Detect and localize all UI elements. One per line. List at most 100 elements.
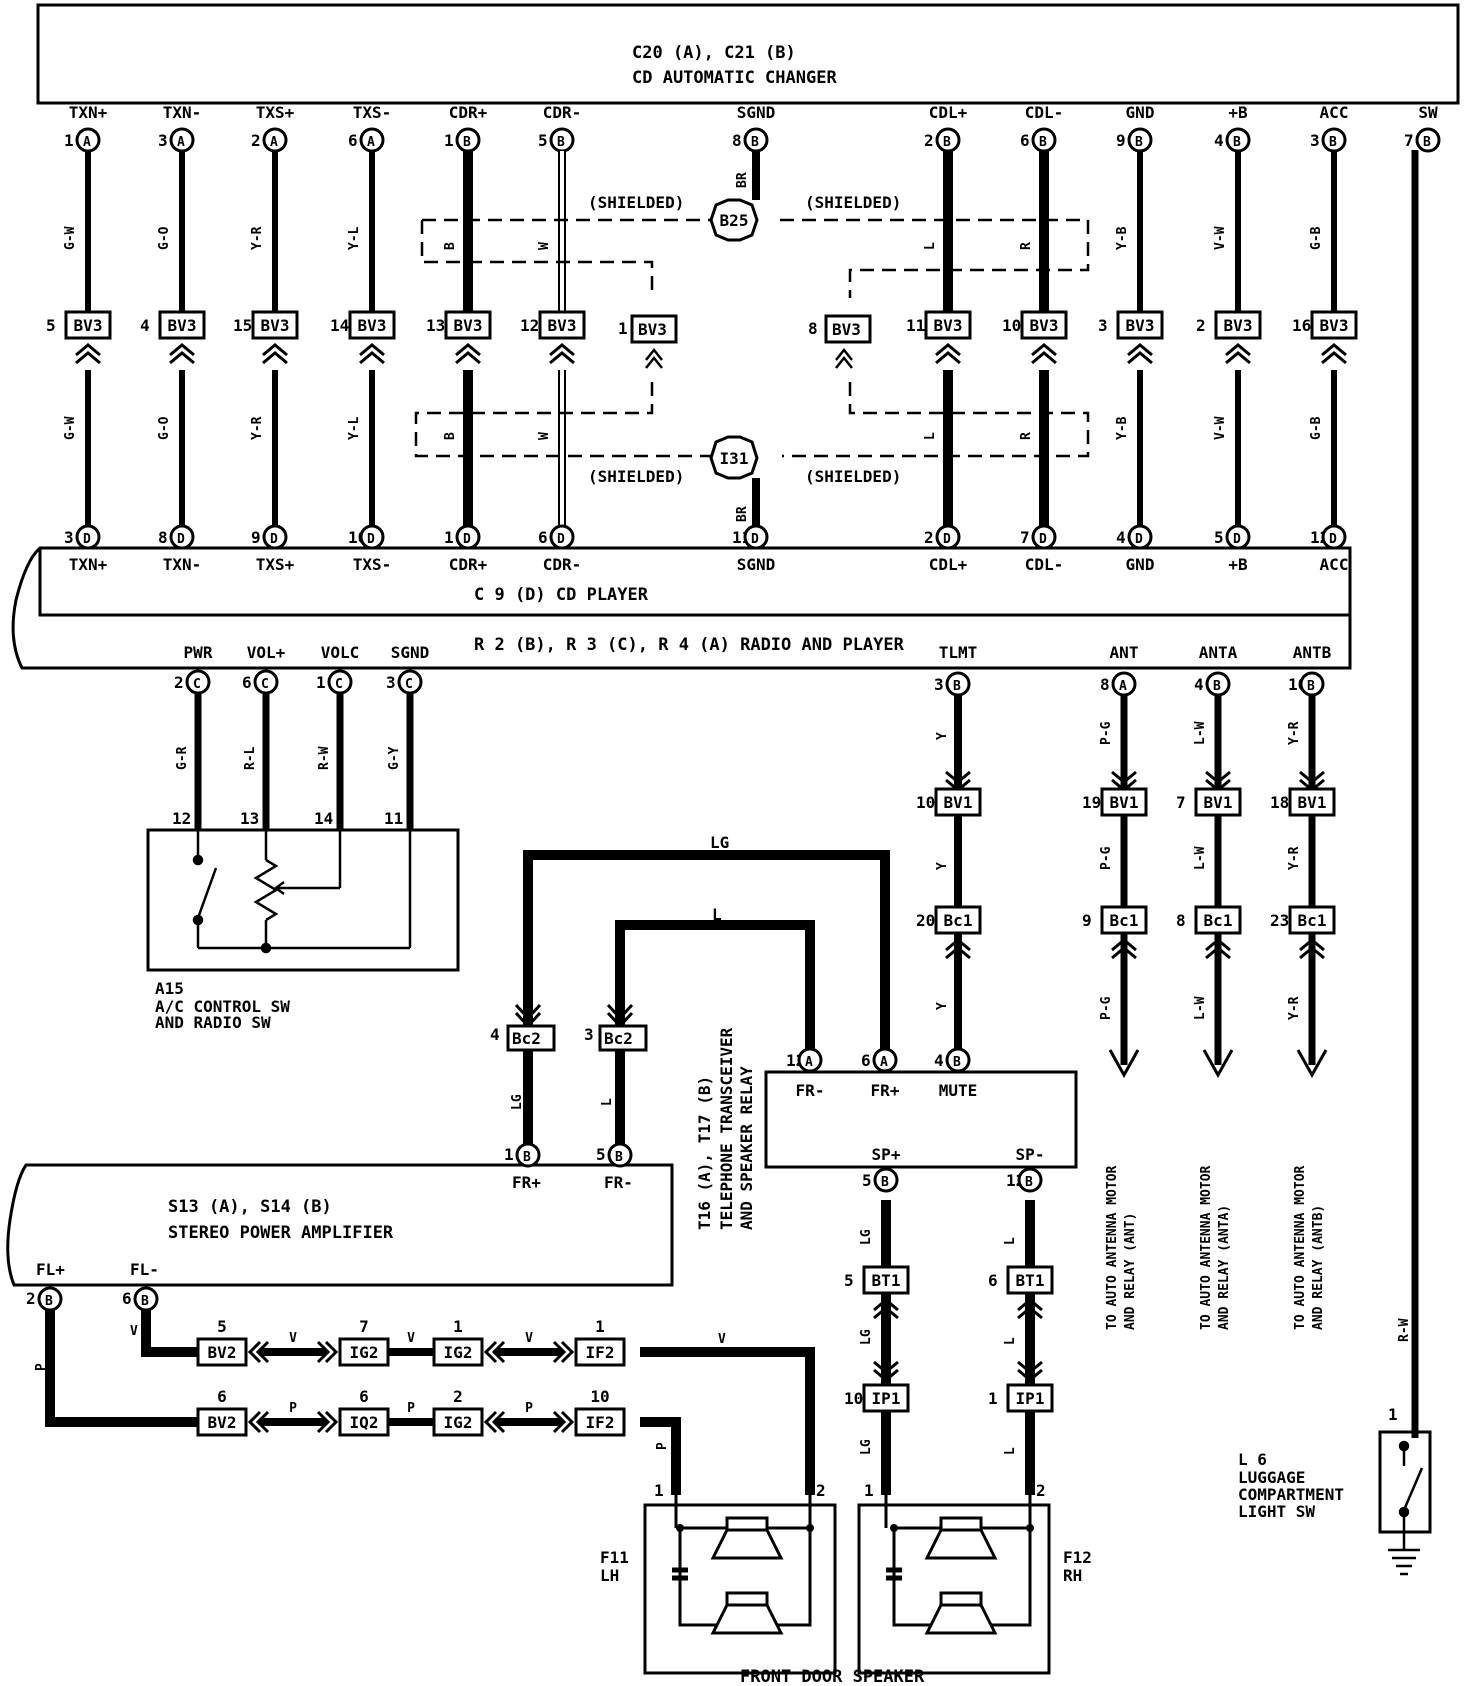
- rh-sp-minus-bt1-box: [1006, 1265, 1054, 1295]
- changer-txnminus-chevron: [169, 343, 195, 365]
- fl-p-seg-0-arrow-r: [316, 1410, 339, 1434]
- radio-volplus-sw-pin: 13: [240, 809, 259, 828]
- fl-p-conn-2-label: IG2: [444, 1413, 473, 1432]
- changer-txnminus-pin-number: 3: [158, 131, 168, 150]
- radio-ant-pin-number: 8: [1100, 675, 1110, 694]
- fl-p-conn-0-box: [196, 1407, 248, 1437]
- luggage-code: L 6: [1238, 1450, 1267, 1469]
- changer-txsplus-wire-label-lower: Y-R: [250, 416, 265, 440]
- changer-txsminus-wire-label-upper: Y-L: [347, 226, 362, 250]
- radio-tlmt-connector-letter: B: [953, 679, 961, 694]
- relay-mute-pin-number: 4: [934, 1051, 944, 1070]
- a15-name-1: A/C CONTROL SW: [155, 997, 290, 1016]
- amp-fr-minus-pin: 5 B FR-: [596, 1142, 633, 1192]
- shielded-label-3: (SHIELDED): [588, 467, 684, 486]
- fl-p-seg-0-wire: P: [289, 1401, 297, 1416]
- fl-p-seg-1-arrow-r: [552, 1410, 575, 1434]
- radio-volplus-connector-letter: C: [261, 677, 269, 692]
- player-txnplus-pin-number: 3: [64, 528, 74, 547]
- svg-text:B: B: [523, 1150, 531, 1165]
- antenna-1-to-1: TO AUTO ANTENNA MOTOR: [1105, 1165, 1120, 1330]
- fl-p-conn-2-box: [432, 1407, 484, 1437]
- amp-fl-plus-label: FL+: [36, 1260, 65, 1279]
- changer-cdrplus-chevron: [455, 343, 481, 365]
- fl-v-conn-2-label: IG2: [444, 1343, 473, 1362]
- fl-v-conn-3-box: [574, 1337, 626, 1367]
- player-txsplus-connector-letter: D: [270, 532, 278, 547]
- relay-sp-plus-label: SP+: [872, 1145, 901, 1164]
- svg-text:BV3: BV3: [638, 320, 667, 339]
- shield-lower: [414, 382, 1090, 458]
- fl-p-seg-0-arrow-l: [247, 1410, 270, 1434]
- changer-cdlminus-chevron: [1031, 343, 1057, 365]
- changer-cdlminus-label: CDL-: [1025, 103, 1064, 122]
- player-txsminus-connector-circle: [359, 524, 385, 550]
- fl-v-conn-0-pin: 5: [217, 1317, 227, 1336]
- relay-sp-plus-connector-letter: B: [881, 1175, 889, 1190]
- cd-player-title: C 9 (D) CD PLAYER: [474, 585, 649, 605]
- changer-txnplus-junction-number: 5: [46, 316, 56, 335]
- changer-gnd-junction-box: [1116, 310, 1164, 340]
- fl-p-conn-2-pin: 2: [453, 1387, 463, 1406]
- changer-txnplus-chevron: [75, 343, 101, 365]
- player-sgnd-connector-circle: [743, 524, 769, 550]
- changer-cdrplus-label: CDR+: [449, 103, 488, 122]
- tlmt-wire-label-3: Y: [935, 1002, 950, 1010]
- player-txsplus-connector-circle: [262, 524, 288, 550]
- antenna-3-bc1-number: 23: [1270, 911, 1289, 930]
- speaker-rh-driver-0: [924, 1516, 998, 1560]
- relay-mute-connector-letter: B: [953, 1055, 961, 1070]
- fl-v-conn-2-pin: 1: [453, 1317, 463, 1336]
- speaker-rh-pin1: 1: [864, 1481, 874, 1500]
- rh-sp-plus-bt1-number: 5: [844, 1271, 854, 1290]
- radio-pwr-pin-number: 2: [174, 673, 184, 692]
- speaker-lh-code: F11: [600, 1548, 629, 1567]
- changer-txsplus-wire-label-upper: Y-R: [250, 226, 265, 250]
- changer-plusb-wire-label-lower: V-W: [1213, 416, 1228, 440]
- fl-v-conn-3-label: IF2: [586, 1343, 615, 1362]
- player-txnminus-label: TXN-: [163, 555, 202, 574]
- rh-sp-minus-ip1-box: [1006, 1383, 1054, 1413]
- fl-plus-wire-label: P: [34, 1363, 49, 1371]
- player-cdrminus-label: CDR-: [543, 555, 582, 574]
- radio-volplus-wire-label: R-L: [243, 746, 258, 770]
- antenna-1-bc1-number: 9: [1082, 911, 1092, 930]
- player-sgnd-connector-letter: D: [751, 532, 759, 547]
- luggage-switch-symbol: [1388, 1440, 1424, 1576]
- player-txnplus-connector-letter: D: [83, 532, 91, 547]
- antenna-2-wire-label-2: L-W: [1193, 846, 1208, 870]
- antenna-1-bc1-label: Bc1: [1110, 911, 1139, 930]
- changer-txsplus-junction-box: [251, 310, 299, 340]
- player-plusb-pin-number: 5: [1214, 528, 1224, 547]
- changer-plusb-chevron: [1225, 343, 1251, 365]
- tlmt-chevron-2: [945, 938, 971, 960]
- wire-label-lg: LG: [510, 1094, 525, 1110]
- changer-plusb-label: +B: [1228, 103, 1248, 122]
- changer-gnd-label: GND: [1126, 103, 1155, 122]
- changer-txsplus-connector-letter: A: [270, 135, 278, 150]
- player-sgnd-label: SGND: [737, 555, 776, 574]
- svg-text:FR-: FR-: [604, 1173, 633, 1192]
- svg-text:1: 1: [504, 1145, 514, 1164]
- rh-sp-plus-wire-1: LG: [859, 1229, 874, 1245]
- bv3-shield-left: 1 BV3: [618, 314, 678, 369]
- antenna-3-wire-label-2: Y-R: [1287, 846, 1302, 870]
- svg-text:B25: B25: [720, 211, 749, 230]
- a15-box: [146, 828, 460, 972]
- changer-plusb-junction-number: 2: [1196, 316, 1206, 335]
- relay-sp-plus-pin-number: 5: [862, 1171, 872, 1190]
- antenna-2-bc1-label: Bc1: [1204, 911, 1233, 930]
- radio-sgnd-connector-letter: C: [405, 677, 413, 692]
- fl-v-conn-1-label: IG2: [350, 1343, 379, 1362]
- antenna-3-to-1: TO AUTO ANTENNA MOTOR: [1293, 1165, 1308, 1330]
- player-acc-label: ACC: [1320, 555, 1349, 574]
- changer-txsminus-connector-letter: A: [367, 135, 375, 150]
- radio-tlmt-label: TLMT: [939, 643, 978, 662]
- antenna-1-bv1-label: BV1: [1110, 793, 1139, 812]
- svg-text:2: 2: [26, 1289, 36, 1308]
- radio-tlmt-pin-number: 3: [934, 675, 944, 694]
- relay-fr-plus-connector-letter: A: [880, 1055, 888, 1070]
- speaker-lh-node-2: [806, 1524, 814, 1532]
- radio-volc-sw-pin: 14: [314, 809, 333, 828]
